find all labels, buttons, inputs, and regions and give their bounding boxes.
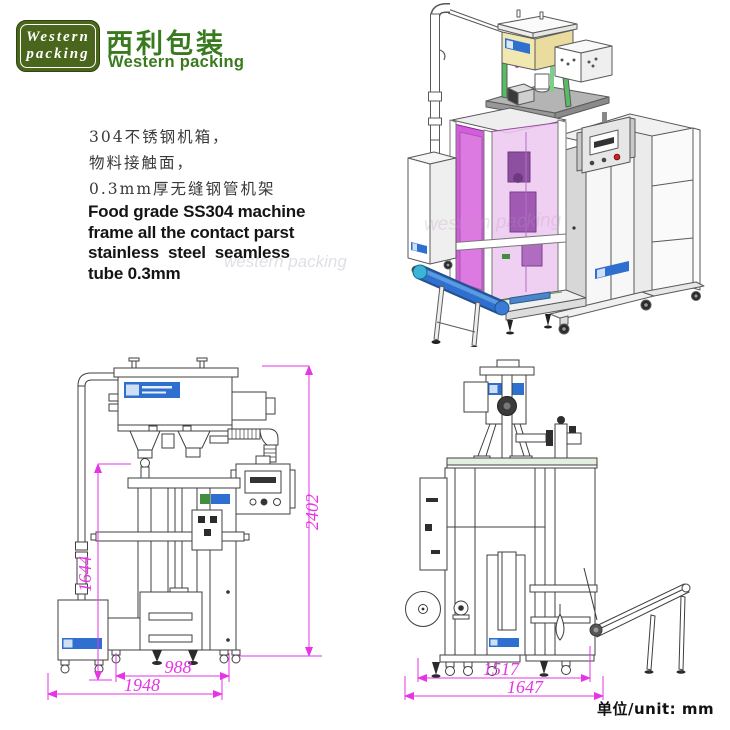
machine-frame-side — [405, 457, 598, 678]
description-cn: 304不锈钢机箱， 物料接触面， 0.3mm厚无缝钢管机架 — [89, 124, 276, 202]
dimension-label-body-width: 988 — [165, 657, 192, 677]
machine-3d-render — [407, 3, 705, 347]
brand-label — [62, 638, 102, 649]
panel-button — [589, 160, 595, 166]
outfeed-conveyor-3d — [412, 264, 510, 347]
dosing-unit-front — [129, 425, 229, 479]
machine-base — [485, 289, 587, 335]
feed-pipe-front — [75, 372, 120, 601]
emergency-stop-button — [613, 153, 621, 161]
front-dimensions — [47, 365, 322, 700]
side-view-drawing: 1517 1647 — [404, 359, 691, 700]
panel-button — [601, 157, 607, 163]
brand-name-cn: 西利包装 — [106, 29, 226, 60]
description-en-line: frame all the contact parst — [88, 222, 295, 242]
side-cabinet — [407, 139, 457, 275]
description-en-line: Food grade SS304 machine — [88, 202, 306, 221]
description-en: Food grade SS304 machine frame all the c… — [88, 202, 305, 284]
dimension-label-total-width: 1948 — [124, 675, 160, 695]
side-cabinet-front — [57, 599, 109, 674]
dimension-label-body-height: 1644 — [75, 556, 95, 592]
brand-label — [489, 638, 519, 647]
dimension-label-total-depth: 1647 — [507, 677, 544, 697]
dimension-label-total-height: 2402 — [302, 494, 322, 530]
control-panel-3d — [576, 112, 636, 174]
badge-line1: Western — [26, 29, 90, 45]
description-en-line: tube 0.3mm — [88, 263, 181, 283]
description-cn-line: 物料接触面， — [89, 154, 195, 172]
machine-frame-front — [90, 477, 250, 665]
description-cn-line: 0.3mm厚无缝钢管机架 — [89, 180, 276, 198]
unit-note: 单位/unit: mm — [597, 700, 715, 718]
badge-line2: packing — [26, 46, 90, 62]
outfeed-conveyor-side — [589, 583, 691, 674]
description-cn-line: 304不锈钢机箱， — [89, 128, 230, 146]
brand-label — [211, 494, 230, 504]
front-view-drawing: 1644 2402 988 1948 — [47, 357, 322, 700]
brand-badge: Western packing — [16, 20, 100, 72]
control-panel-front — [230, 455, 296, 515]
brand-name-en: Western packing — [108, 53, 245, 71]
description-en-line: stainless steel seamless — [88, 243, 290, 262]
hopper-3d — [497, 9, 613, 108]
hopper-front — [108, 357, 276, 432]
dimension-label-body-depth: 1517 — [483, 659, 520, 679]
side-dimensions — [404, 646, 604, 700]
